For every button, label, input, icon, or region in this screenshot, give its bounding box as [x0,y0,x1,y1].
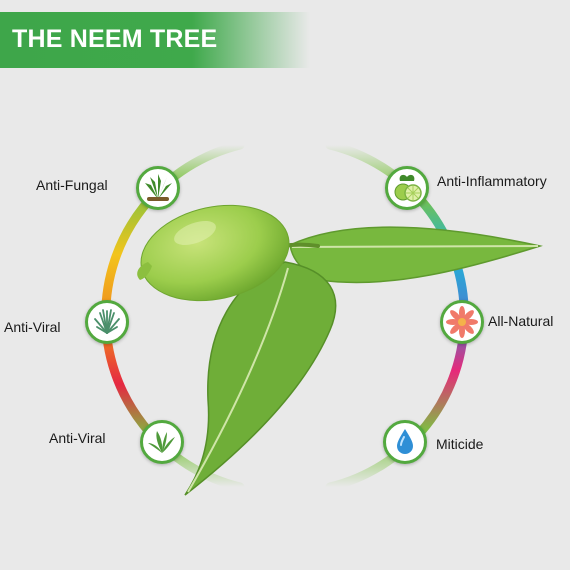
water-drop-icon [397,429,413,454]
benefit-node-miticide [383,420,427,464]
page-title: THE NEEM TREE [12,25,218,53]
neem-fruit [137,204,290,302]
grass-plant-icon [94,309,120,334]
benefit-node-anti-viral-2 [140,420,184,464]
flower-icon [446,306,478,338]
lime-icon [394,174,422,202]
benefit-node-all-natural [440,300,484,344]
benefit-label-all-natural: All-Natural [488,313,554,329]
benefit-label-anti-viral-2: Anti-Viral [49,430,106,446]
title-banner: THE NEEM TREE [0,12,310,68]
neem-leaves-icon [145,174,172,201]
benefit-label-miticide: Miticide [436,436,484,452]
benefit-label-anti-viral-1: Anti-Viral [4,319,61,335]
neem-leaf-right [289,226,543,284]
benefit-node-anti-fungal [136,166,180,210]
benefit-node-anti-viral-1 [85,300,129,344]
neem-leaf-lower [184,261,337,496]
aloe-plant-icon [148,431,175,453]
benefit-node-anti-inflammatory [385,166,429,210]
benefit-label-anti-fungal: Anti-Fungal [36,177,108,193]
benefit-label-anti-inflammatory: Anti-Inflammatory [437,173,547,189]
